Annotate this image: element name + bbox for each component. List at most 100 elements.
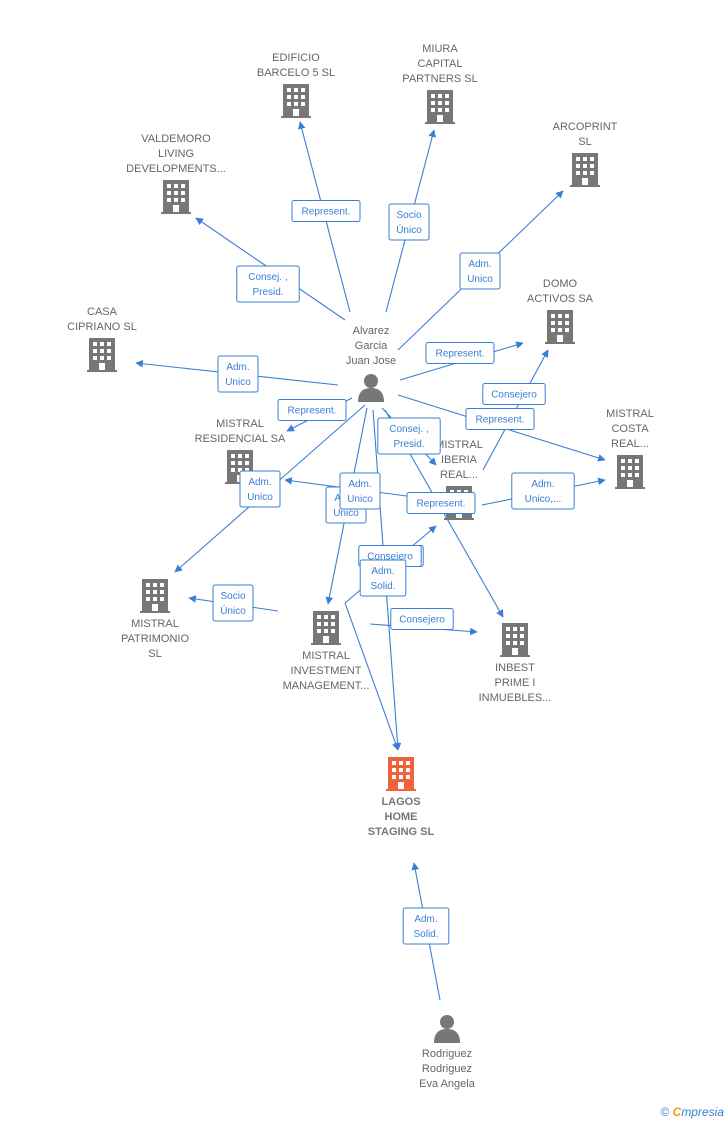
edge-label-mistral_iberia-mistral_res[interactable]: Represent. [406,492,476,514]
edge-label-alvarez-valdemoro[interactable]: Consej. , Presid. [236,265,300,303]
edge-label-alvarez-mistral_res[interactable]: Represent. [277,399,347,421]
node-label-line: Juan Jose [346,355,396,367]
edge-label-box [402,907,450,945]
node-label-line: Rodriguez [422,1048,472,1060]
edge-label-box [425,342,495,364]
building-icon [615,455,645,489]
node-label-line: PRIME I [495,677,536,689]
edge-label-text: Socio [396,210,421,221]
edge-label-box [239,470,281,508]
edge-label-text: Adm. [348,479,371,490]
node-casa[interactable]: CASA CIPRIANO SL [67,306,137,372]
edge-label-text: Único [396,223,422,236]
edge-label-text: Presid. [252,287,283,298]
node-label-line: BARCELO 5 SL [257,67,335,79]
node-label-line: PATRIMONIO [121,633,189,645]
edge-label-mistral_iberia-domo[interactable]: Consejero [482,383,546,405]
node-label-line: INVESTMENT [291,665,362,677]
node-mistral_inv[interactable]: MISTRALINVESTMENTMANAGEMENT... [283,611,370,692]
node-mistral_res[interactable]: MISTRAL RESIDENCIAL SA [195,418,286,484]
building-icon [500,623,530,657]
node-inbest[interactable]: INBEST PRIME I INMUEBLES... [479,623,552,704]
node-label-line: VALDEMORO [141,133,211,145]
edge-label-text: Consejero [399,615,445,626]
nodes-layer: EDIFICIO BARCELO 5 SL MIURACAPITALPARTNERS… [67,43,654,1090]
edge-label-text: Represent. [436,349,485,360]
edge-label-box [406,492,476,514]
edge-label-box [482,383,546,405]
building-icon [311,611,341,645]
edge-label-alvarez-casa[interactable]: Adm.Unico [217,355,259,393]
node-label-line: MISTRAL [216,418,264,430]
edge-label-box [459,252,501,290]
edge-label-text: Adm. [468,259,491,270]
node-label-line: MISTRAL [131,618,179,630]
node-label-line: SL [148,648,161,660]
node-label-line: ARCOPRINT [553,121,618,133]
node-label-line: EDIFICIO [272,52,320,64]
node-mistral_costa[interactable]: MISTRALCOSTAREAL... [606,408,654,489]
node-label-line: PARTNERS SL [402,73,477,85]
node-label-line: INBEST [495,662,535,674]
node-label-line: MISTRAL [606,408,654,420]
brand-name: mpresia [681,1105,724,1119]
edge-label-mistral_inv-inbest[interactable]: Consejero [390,608,454,630]
node-label-line: CASA [87,306,118,318]
edge-label-text: Consej. , [248,272,287,283]
node-label-line: RESIDENCIAL SA [195,433,286,445]
node-label-line: MIURA [422,43,458,55]
edge-label-box [388,203,430,241]
edge-label-alvarez-lagos[interactable]: Adm.Unico [339,472,381,510]
node-edificio[interactable]: EDIFICIO BARCELO 5 SL [257,52,335,118]
edge-label-alvarez-domo[interactable]: Represent. [425,342,495,364]
edge-label-box [277,399,347,421]
edge-label-text: Consej. , [389,424,428,435]
edge-label-mistral_iberia-mistral_costa[interactable]: Adm.Unico,... [511,472,575,510]
edge-label-mistral_inv-lagos[interactable]: Adm.Solid. [359,559,407,597]
node-valdemoro[interactable]: VALDEMOROLIVINGDEVELOPMENTS... [126,133,226,214]
edge-line-mistral_inv-lagos [344,602,400,751]
edge-label-alvarez-arcoprint[interactable]: Adm. Unico [459,252,501,290]
edge-label-text: Unico [467,274,493,285]
node-label-line: CIPRIANO SL [67,321,137,333]
edge-label-box [465,408,535,430]
edge-label-text: Represent. [288,406,337,417]
edge-label-alvarez-mistral_patr[interactable]: Adm.Unico [239,470,281,508]
node-mistral_patr[interactable]: MISTRAL PATRIMONIO SL [121,579,189,660]
node-label-line: Eva Angela [419,1078,476,1090]
node-label-line: REAL... [440,469,478,481]
node-label-line: Rodriguez [422,1063,472,1075]
node-label-line: HOME [385,811,418,823]
node-label-line: Garcia [355,340,388,352]
edge-label-text: Unico,... [525,494,562,505]
edge-label-box [339,472,381,510]
building-icon [386,757,416,791]
edge-label-box [217,355,259,393]
edge-label-alvarez-mistral_iberia[interactable]: Consej. ,Presid. [377,417,441,455]
node-label-line: MISTRAL [435,439,483,451]
footer-brand[interactable]: © Cmpresia [660,1105,724,1119]
node-mistral_iberia[interactable]: MISTRALIBERIAREAL... [435,439,483,520]
node-label-line: INMUEBLES... [479,692,552,704]
copyright-symbol: © [660,1105,670,1119]
node-label-line: Alvarez [353,325,390,337]
person-icon [434,1015,460,1043]
edge-label-alvarez-mistral_costa[interactable]: Represent. [465,408,535,430]
building-icon [570,153,600,187]
edge-label-alvarez-edificio[interactable]: Represent. [291,200,361,222]
edge-label-rodriguez-lagos[interactable]: Adm.Solid. [402,907,450,945]
node-label-line: STAGING SL [368,826,435,838]
building-icon [545,310,575,344]
edge-label-text: Unico [247,492,273,503]
node-label-line: DOMO [543,278,578,290]
